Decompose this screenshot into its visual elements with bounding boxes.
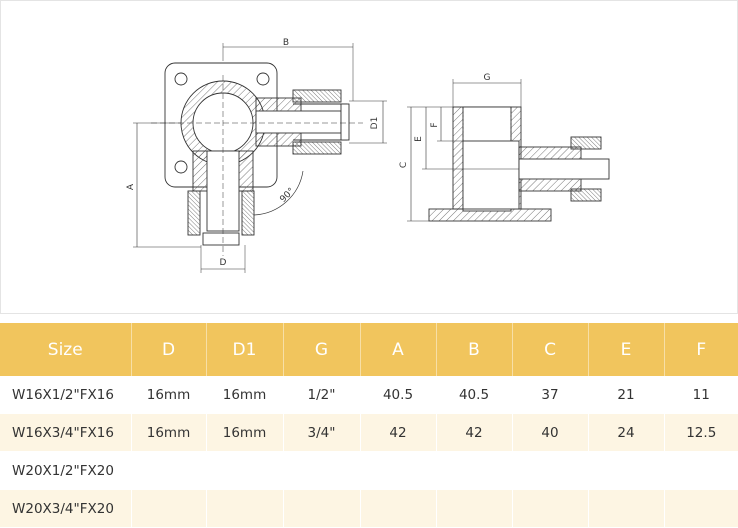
table-row: W16X3/4"FX16 16mm 16mm 3/4" 42 42 40 24 … — [0, 413, 738, 452]
table-cell: 12.5 — [664, 413, 738, 452]
table-row: W20X1/2"FX20 — [0, 451, 738, 490]
table-cell: 16mm — [131, 376, 207, 414]
mounting-hole — [174, 72, 188, 86]
mounting-hole — [174, 160, 188, 174]
table-cell — [283, 451, 361, 490]
table-cell — [588, 489, 665, 528]
table-cell — [512, 489, 589, 528]
side-sleeve-bottom — [570, 188, 602, 202]
table-cell: W16X3/4"FX16 — [0, 413, 132, 452]
table-cell: 16mm — [206, 376, 284, 414]
mounting-hole — [256, 72, 270, 86]
column-header-b: B — [436, 323, 513, 376]
press-sleeve-bottom — [292, 141, 342, 155]
column-header-e: E — [588, 323, 665, 376]
table-cell: 11 — [664, 376, 738, 414]
table-cell — [436, 489, 513, 528]
table-cell — [283, 489, 361, 528]
table-cell: W20X1/2"FX20 — [0, 451, 132, 490]
table-cell: 16mm — [206, 413, 284, 452]
table-cell: 3/4" — [283, 413, 361, 452]
dim-label-b: B — [283, 38, 289, 48]
column-header-d1: D1 — [206, 323, 284, 376]
column-header-a: A — [360, 323, 437, 376]
table-cell: W20X3/4"FX20 — [0, 489, 132, 528]
table-cell — [131, 451, 207, 490]
table-cell — [664, 489, 738, 528]
technical-drawing-panel: B D1 A D 90° — [0, 0, 738, 314]
dim-label-c: C — [399, 162, 409, 168]
side-sleeve-top — [570, 136, 602, 150]
table-row: W20X3/4"FX20 — [0, 489, 738, 528]
column-header-d: D — [131, 323, 207, 376]
front-view — [133, 43, 387, 273]
table-cell — [131, 489, 207, 528]
press-sleeve-top — [292, 89, 342, 103]
table-cell: 37 — [512, 376, 589, 414]
table-cell: 21 — [588, 376, 665, 414]
column-header-size: Size — [0, 323, 132, 376]
table-row: W16X1/2"FX16 16mm 16mm 1/2" 40.5 40.5 37… — [0, 376, 738, 414]
table-cell: 40.5 — [436, 376, 513, 414]
table-cell — [512, 451, 589, 490]
dim-label-g: G — [484, 73, 491, 83]
table-cell — [588, 451, 665, 490]
press-sleeve-left — [187, 190, 201, 236]
spec-table: Size D D1 G A B C E F W16X1/2"FX16 16mm … — [0, 323, 738, 528]
column-header-g: G — [283, 323, 361, 376]
table-cell — [360, 489, 437, 528]
table-cell — [206, 489, 284, 528]
table-cell — [436, 451, 513, 490]
column-header-f: F — [664, 323, 738, 376]
dim-label-a: A — [126, 183, 136, 190]
table-cell: 42 — [360, 413, 437, 452]
table-cell — [206, 451, 284, 490]
dim-label-angle: 90° — [278, 186, 296, 204]
dim-label-d1: D1 — [370, 117, 380, 130]
table-cell: 24 — [588, 413, 665, 452]
side-view — [407, 79, 610, 222]
table-cell — [664, 451, 738, 490]
table-cell: 1/2" — [283, 376, 361, 414]
table-cell: W16X1/2"FX16 — [0, 376, 132, 414]
dim-label-f: F — [430, 122, 440, 127]
table-cell — [360, 451, 437, 490]
table-cell: 40 — [512, 413, 589, 452]
table-cell: 40.5 — [360, 376, 437, 414]
dim-label-d: D — [220, 258, 227, 268]
table-header-row: Size D D1 G A B C E F — [0, 323, 738, 376]
technical-drawing: B D1 A D 90° — [126, 38, 610, 273]
press-sleeve-right — [241, 190, 255, 236]
column-header-c: C — [512, 323, 589, 376]
dim-label-e: E — [414, 136, 424, 142]
table-cell: 16mm — [131, 413, 207, 452]
table-cell: 42 — [436, 413, 513, 452]
